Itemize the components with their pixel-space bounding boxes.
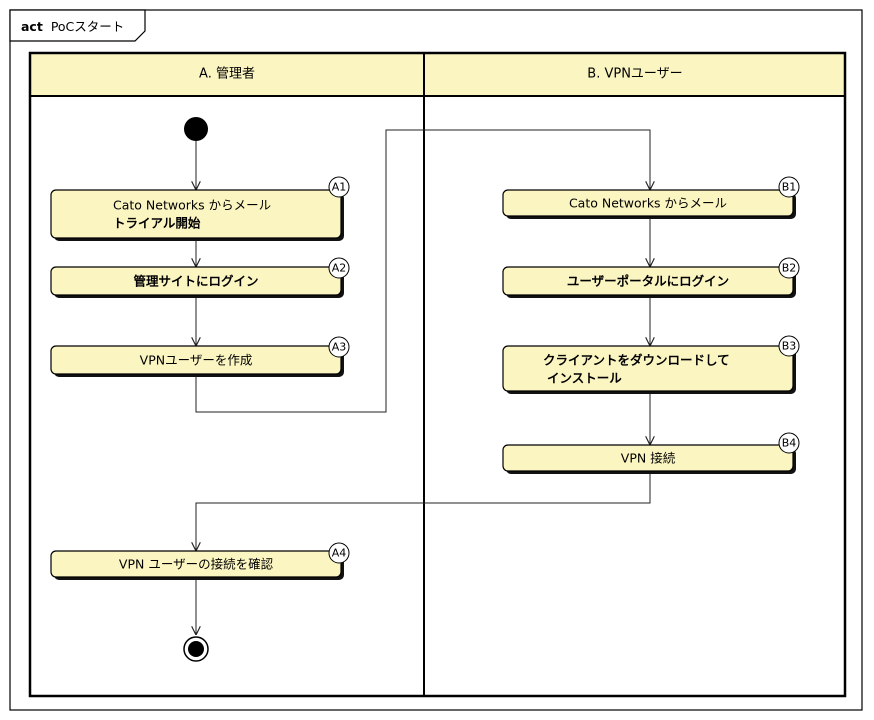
action-b1-label: Cato Networks からメール	[569, 196, 727, 211]
frame-tab: act PoCスタート	[9, 9, 146, 42]
action-a2[interactable]: 管理サイトにログイン A2	[50, 257, 350, 298]
lane-header-admin	[29, 52, 425, 97]
initial-node	[184, 117, 208, 141]
badge-b2	[778, 257, 800, 279]
swimlanes: A. 管理者 B. VPNユーザー	[28, 51, 847, 698]
action-a2-label: 管理サイトにログイン	[133, 274, 258, 289]
action-a1-line1: Cato Networks からメール	[113, 198, 271, 213]
flow-a3-b1	[195, 129, 650, 413]
action-b3[interactable]: クライアントをダウンロードして インストール B3	[502, 335, 800, 394]
badge-b1	[778, 176, 800, 198]
lane-title-admin: A. 管理者	[199, 67, 255, 82]
flow-b4-a4	[196, 471, 651, 551]
action-b4-label: VPN 接続	[621, 451, 676, 466]
action-b2[interactable]: ユーザーポータルにログイン B2	[502, 257, 800, 298]
badge-a2	[328, 257, 350, 279]
badge-b1-text: B1	[782, 181, 797, 194]
badge-a4-text: A4	[332, 547, 347, 560]
badge-a4	[328, 542, 350, 564]
badge-a2-text: A2	[332, 262, 347, 275]
action-a1[interactable]: Cato Networks からメール トライアル開始 A1	[50, 176, 350, 241]
lane-title-vpn-user: B. VPNユーザー	[587, 67, 682, 82]
action-b4[interactable]: VPN 接続 B4	[502, 432, 800, 474]
badge-a3-text: A3	[332, 341, 347, 354]
lane-container	[28, 51, 847, 698]
action-b3-line1: クライアントをダウンロードして	[543, 353, 730, 368]
action-b3-line2: インストール	[547, 371, 622, 386]
action-a3-label: VPNユーザーを作成	[140, 353, 253, 368]
svg-text:act PoCスタート: act PoCスタート	[21, 19, 124, 34]
badge-b4-text: B4	[782, 437, 797, 450]
action-a4[interactable]: VPN ユーザーの接続を確認 A4	[50, 542, 350, 580]
action-a3[interactable]: VPNユーザーを作成 A3	[50, 336, 350, 377]
action-a4-label: VPN ユーザーの接続を確認	[119, 557, 274, 572]
badge-b2-text: B2	[782, 262, 797, 275]
badge-a3	[328, 336, 350, 358]
action-b1[interactable]: Cato Networks からメール B1	[502, 176, 800, 219]
frame-keyword: act	[21, 19, 43, 34]
badge-a1	[328, 176, 350, 198]
control-flows	[195, 129, 651, 635]
badge-b4	[778, 432, 800, 454]
action-b2-label: ユーザーポータルにログイン	[567, 274, 729, 289]
final-node	[183, 636, 209, 662]
badge-a1-text: A1	[332, 181, 347, 194]
action-a1-line2: トライアル開始	[113, 216, 201, 231]
frame-name: PoCスタート	[51, 19, 124, 34]
badge-b3	[778, 335, 800, 357]
badge-b3-text: B3	[782, 340, 797, 353]
